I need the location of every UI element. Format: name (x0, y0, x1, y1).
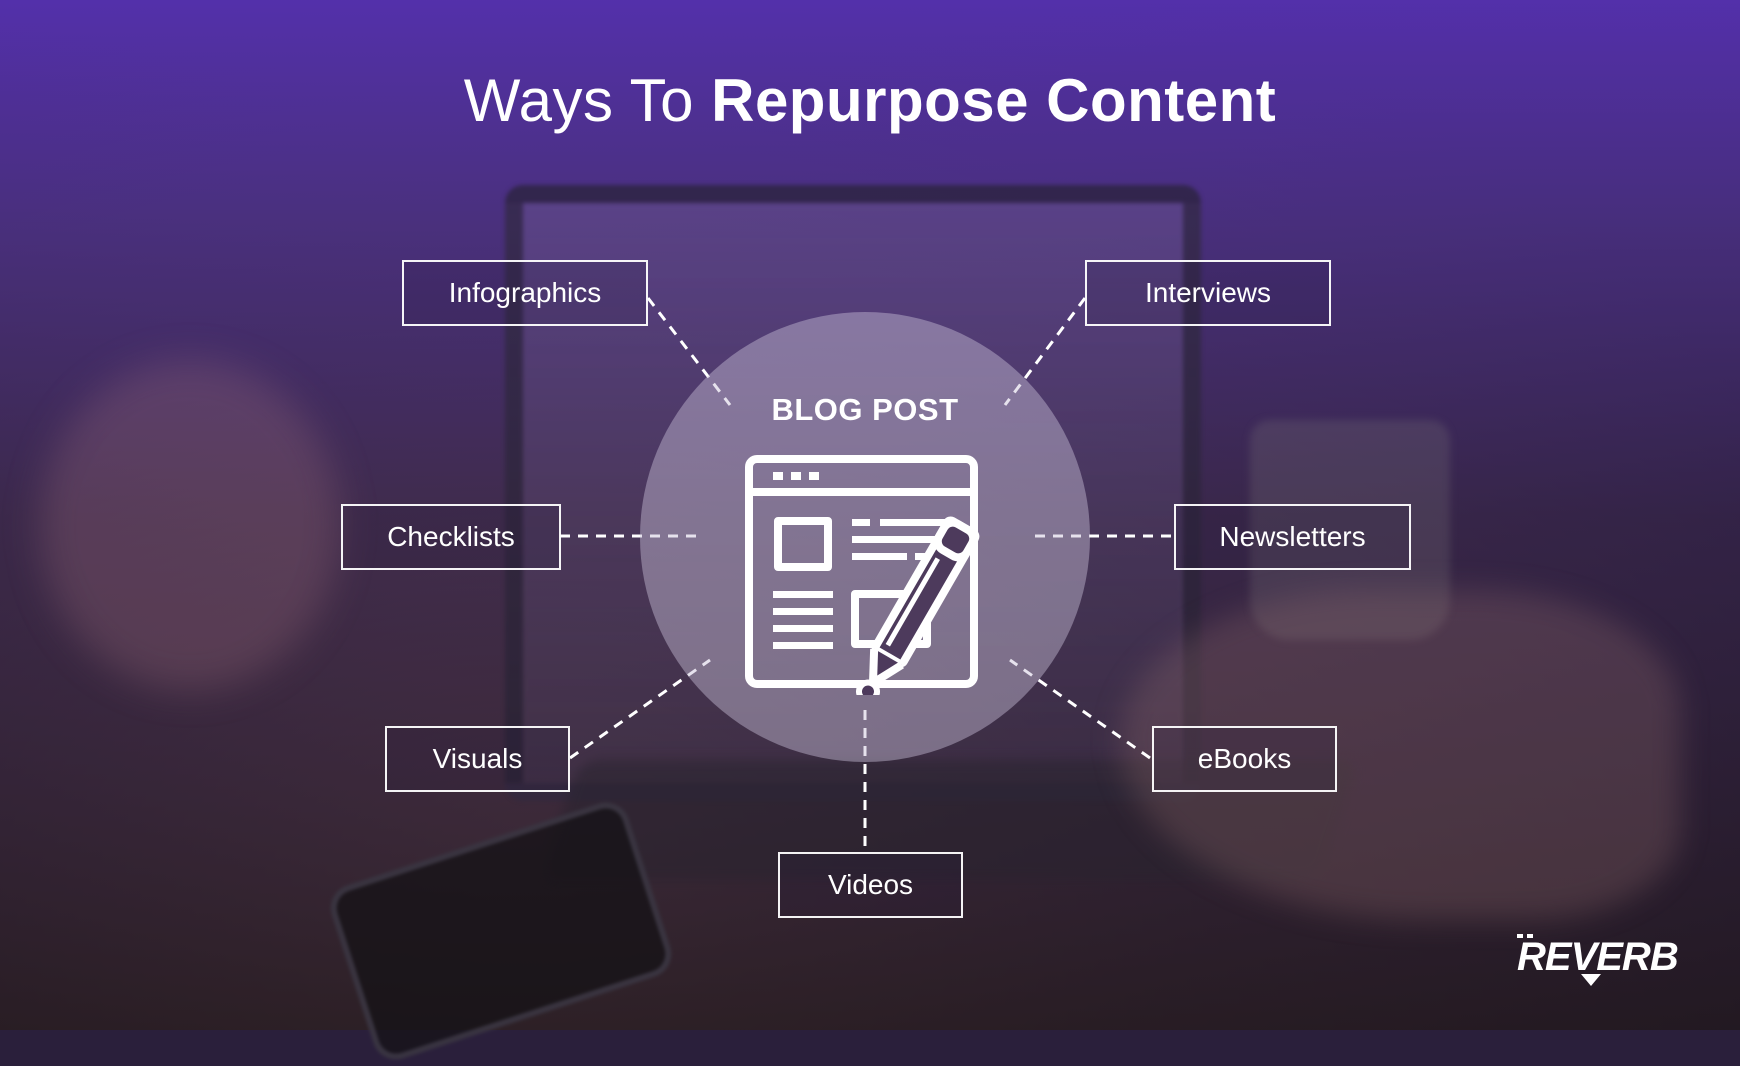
blog-post-document-pencil-icon (745, 455, 980, 695)
reverb-logo: REVERB (1517, 934, 1679, 986)
connector-infographics (646, 297, 732, 406)
page-title: Ways To Repurpose Content (0, 66, 1740, 135)
connector-interviews (1003, 297, 1087, 406)
node-infographics: Infographics (402, 260, 648, 326)
node-ebooks: eBooks (1152, 726, 1337, 792)
logo-text: REVERB (1517, 935, 1678, 979)
background-hand-left (40, 360, 340, 690)
node-visuals: Visuals (385, 726, 570, 792)
node-newsletters: Newsletters (1174, 504, 1411, 570)
hub-label: BLOG POST (771, 392, 959, 427)
node-videos: Videos (778, 852, 963, 918)
background-hand-right (1120, 590, 1680, 920)
node-interviews: Interviews (1085, 260, 1331, 326)
title-bold: Repurpose Content (711, 67, 1277, 134)
connector-lines (560, 297, 1175, 853)
background-cup (1250, 420, 1450, 640)
node-checklists: Checklists (341, 504, 561, 570)
title-light: Ways To (463, 67, 694, 134)
